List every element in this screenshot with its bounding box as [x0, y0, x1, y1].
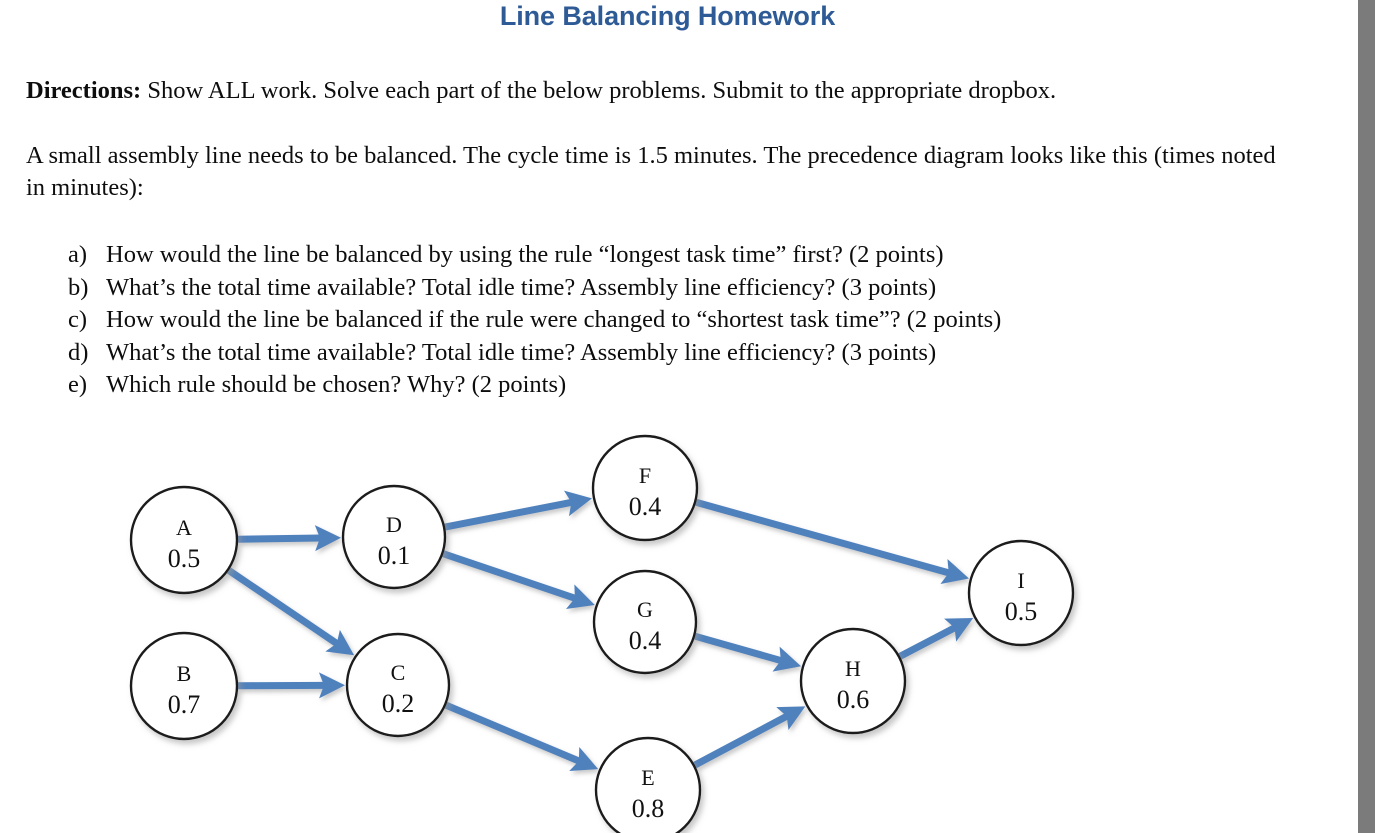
- page-title: Line Balancing Homework: [499, 1, 836, 31]
- node-label-c: C: [391, 660, 406, 685]
- list-item: a) How would the line be balanced by usi…: [68, 239, 1328, 272]
- node-time-f: 0.4: [629, 492, 662, 521]
- node-label-h: H: [845, 656, 861, 681]
- node-circle-c: [345, 632, 451, 738]
- list-item: e) Which rule should be chosen? Why? (2 …: [68, 369, 1328, 402]
- directions-text: Show ALL work. Solve each part of the be…: [141, 77, 1057, 104]
- diagram-node-f[interactable]: F 0.4: [591, 434, 699, 542]
- diagram-edge-h-to-i: [898, 618, 974, 660]
- node-circle-g: [592, 569, 698, 675]
- list-item-text: How would the line be balanced if the ru…: [106, 306, 1002, 333]
- diagram-edge-d-to-g: [442, 550, 595, 609]
- list-item: b) What’s the total time available? Tota…: [68, 272, 1328, 305]
- diagram-node-h[interactable]: H 0.6: [799, 627, 907, 735]
- list-item-text: Which rule should be chosen? Why? (2 poi…: [106, 371, 567, 398]
- node-time-c: 0.2: [382, 689, 415, 718]
- vertical-scrollbar[interactable]: [1358, 0, 1375, 833]
- node-circle-i: [967, 539, 1075, 647]
- list-item-marker: b): [68, 273, 89, 301]
- list-item-text: What’s the total time available? Total i…: [106, 338, 937, 366]
- node-label-f: F: [639, 463, 651, 488]
- diagram-node-i[interactable]: I 0.5: [967, 539, 1075, 647]
- diagram-edge-c-to-e: [444, 701, 599, 772]
- diagram-node-layer: A0.5B0.7C0.2D0.1E0.8F0.4G0.4H0.6I0.5: [129, 434, 1075, 833]
- node-label-i: I: [1017, 568, 1024, 593]
- directions-label: Directions:: [26, 77, 142, 104]
- diagram-node-d[interactable]: D 0.1: [341, 484, 447, 590]
- diagram-edge-b-to-c: [237, 672, 345, 699]
- node-circle-e: [594, 736, 702, 833]
- node-label-b: B: [177, 661, 192, 686]
- node-time-e: 0.8: [632, 794, 665, 823]
- diagram-node-e[interactable]: E 0.8: [594, 736, 702, 833]
- diagram-node-b[interactable]: B 0.7: [129, 631, 239, 741]
- list-item: d) What’s the total time available? Tota…: [68, 337, 1328, 370]
- diagram-node-g[interactable]: G 0.4: [592, 569, 698, 675]
- node-circle-a: [129, 485, 239, 595]
- node-circle-h: [799, 627, 907, 735]
- intro-paragraph: A small assembly line needs to be balanc…: [26, 142, 1276, 201]
- diagram-edge-e-to-h: [693, 706, 806, 769]
- node-time-a: 0.5: [168, 544, 201, 573]
- diagram-edge-g-to-h: [694, 632, 802, 672]
- list-item-marker: c): [68, 306, 88, 333]
- diagram-edge-a-to-d: [237, 525, 342, 552]
- node-circle-f: [591, 434, 699, 542]
- list-item-marker: d): [68, 338, 89, 366]
- node-label-a: A: [176, 515, 192, 540]
- diagram-edge-d-to-f: [444, 490, 592, 531]
- question-list: a) How would the line be balanced by usi…: [68, 239, 1328, 402]
- node-label-e: E: [641, 765, 654, 790]
- precedence-diagram-svg: A0.5B0.7C0.2D0.1E0.8F0.4G0.4H0.6I0.5: [129, 434, 1075, 833]
- node-time-i: 0.5: [1005, 597, 1038, 626]
- list-item-marker: a): [68, 241, 88, 268]
- node-circle-d: [341, 484, 447, 590]
- node-time-h: 0.6: [837, 685, 870, 714]
- diagram-edge-a-to-c: [226, 567, 355, 656]
- list-item-text: What’s the total time available? Total i…: [106, 273, 937, 301]
- list-item: c) How would the line be balanced if the…: [68, 304, 1328, 337]
- node-circle-b: [129, 631, 239, 741]
- diagram-node-c[interactable]: C 0.2: [345, 632, 451, 738]
- diagram-edge-layer: [226, 490, 974, 772]
- directions-paragraph: Directions: Show ALL work. Solve each pa…: [26, 75, 1326, 107]
- list-item-marker: e): [68, 371, 88, 398]
- node-time-g: 0.4: [629, 626, 662, 655]
- list-item-text: How would the line be balanced by using …: [106, 241, 944, 268]
- diagram-edge-f-to-i: [695, 498, 969, 584]
- node-label-d: D: [386, 512, 402, 537]
- node-time-d: 0.1: [378, 541, 411, 570]
- node-time-b: 0.7: [168, 690, 201, 719]
- diagram-node-a[interactable]: A 0.5: [129, 485, 239, 595]
- node-label-g: G: [637, 597, 653, 622]
